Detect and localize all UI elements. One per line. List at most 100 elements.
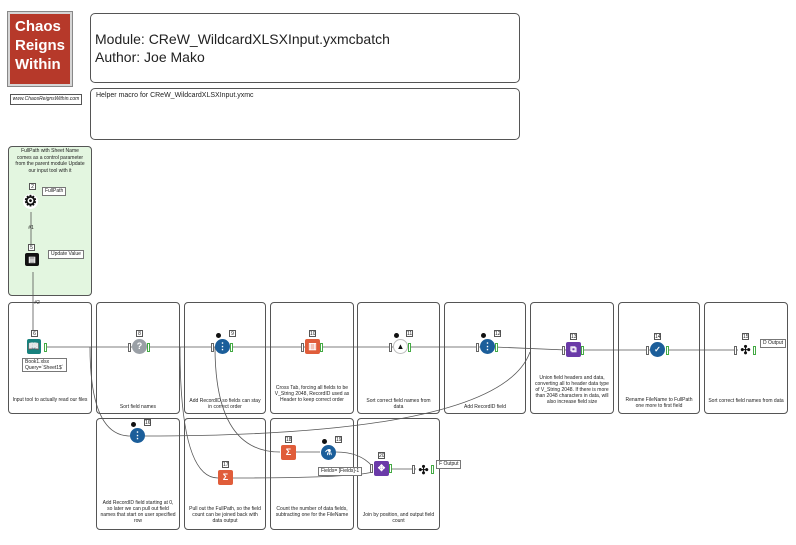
pullout-summarize-icon[interactable]: Σ: [218, 470, 233, 485]
sort-data-icon[interactable]: ▲: [393, 339, 408, 354]
tool-number-tag: 19: [335, 436, 342, 443]
recordid-order-icon[interactable]: ⋮: [215, 339, 230, 354]
logo-line-2: Reigns: [15, 37, 66, 54]
tool-number-tag: 8: [136, 330, 143, 337]
anchor-sortjoin-out[interactable]: [431, 465, 434, 474]
tool-number-tag: 10: [309, 330, 316, 337]
recordid-order-dot: [216, 333, 221, 338]
wire-input-to-recordid-zero: [89, 346, 131, 437]
control-parameter-gear-icon[interactable]: ⚙: [23, 193, 38, 210]
crosstab-icon[interactable]: ▥: [305, 339, 320, 354]
comment-sort-final: Sort correct field names from data: [708, 398, 784, 404]
wire-recordid-zero-to-union: [144, 351, 531, 437]
add-recordid-icon[interactable]: ⋮: [480, 339, 495, 354]
author-name: Author: Joe Mako: [95, 49, 205, 65]
logo-line-1: Chaos: [15, 18, 61, 35]
tool-number-tag: 20: [378, 452, 385, 459]
tool-number-tag: 6: [31, 330, 38, 337]
comment-count: Count the number of data fields, subtrac…: [275, 506, 349, 518]
anchor-sort-out[interactable]: [147, 343, 150, 352]
tool-number-tag: 12: [494, 330, 501, 337]
fullpath-label: FullPath: [42, 187, 67, 196]
sort-names-icon[interactable]: ?: [132, 339, 147, 354]
count-summarize-icon[interactable]: Σ: [281, 445, 296, 460]
anchor-sortfinal-in[interactable]: [734, 346, 737, 355]
tool-number-tag: 18: [285, 436, 292, 443]
anchor-addrec-in[interactable]: [476, 343, 479, 352]
select-rename-icon[interactable]: ✓: [650, 342, 665, 357]
wire-input-to-pullout: [179, 346, 219, 479]
comment-pullout: Pull out the FullPath, so the field coun…: [189, 506, 261, 524]
tool-number-tag: 13: [570, 333, 577, 340]
sort-join-icon[interactable]: ✣: [416, 462, 431, 477]
d-output-label: D Output: [760, 339, 787, 348]
comment-box-sort-names[interactable]: [96, 302, 180, 414]
hash-1: #1: [28, 225, 34, 231]
sort-final-icon[interactable]: ✣: [738, 342, 753, 357]
comment-box-rename[interactable]: [618, 302, 700, 414]
anchor-union-out[interactable]: [581, 346, 584, 355]
anchor-input-out[interactable]: [44, 343, 47, 352]
wire-to-summarize: [214, 346, 281, 453]
module-header-comment[interactable]: Module: CReW_WildcardXLSXInput.yxmcbatch…: [90, 13, 520, 83]
website-link[interactable]: www.ChaosReignsWithin.com: [10, 94, 82, 105]
anchor-sortjoin-in[interactable]: [412, 465, 415, 474]
tool-number-tag: 14: [654, 333, 661, 340]
comment-input: Input tool to actually read our files: [12, 397, 88, 403]
anchor-sortfinal-out[interactable]: [753, 346, 756, 355]
anchor-crosstab-in[interactable]: [301, 343, 304, 352]
anchor-crosstab-out[interactable]: [320, 343, 323, 352]
comment-recordid-zero: Add RecordID field starting at 0, so lat…: [100, 500, 176, 524]
comment-recordid-order: Add RecordID so fields can stay in corre…: [189, 398, 261, 410]
join-position-icon[interactable]: ✥: [374, 461, 389, 476]
description-comment[interactable]: Helper macro for CReW_WildcardXLSXInput.…: [90, 88, 520, 140]
anchor-select-out[interactable]: [666, 346, 669, 355]
update-value-label: Update Value: [48, 250, 84, 259]
formula-label: Fields= [Fields]-1: [318, 467, 363, 476]
comment-box-sort-data[interactable]: [357, 302, 440, 414]
anchor-sort-in[interactable]: [128, 343, 131, 352]
comment-crosstab: Cross Tab, forcing all fields to be V_St…: [274, 385, 350, 403]
anchor-recordid-in[interactable]: [211, 343, 214, 352]
comment-box-crosstab[interactable]: [270, 302, 354, 414]
comment-sort-data: Sort correct field names from data: [366, 398, 431, 410]
anchor-join-out[interactable]: [389, 464, 392, 473]
anchor-sortdata-in[interactable]: [389, 343, 392, 352]
tool-number-tag: 9: [229, 330, 236, 337]
comment-box-sort-final[interactable]: [704, 302, 788, 414]
union-icon[interactable]: ⧉: [566, 342, 581, 357]
tool-number-tag: 5: [28, 244, 35, 251]
comment-box-union[interactable]: [530, 302, 614, 414]
module-name: Module: CReW_WildcardXLSXInput.yxmcbatch: [95, 31, 390, 47]
anchor-select-in[interactable]: [646, 346, 649, 355]
anchor-sortdata-out[interactable]: [408, 343, 411, 352]
anchor-union-in[interactable]: [562, 346, 565, 355]
recordid-zero-icon[interactable]: ⋮: [130, 428, 145, 443]
formula-dot: [322, 439, 327, 444]
sort-data-dot: [394, 333, 399, 338]
control-parameter-container[interactable]: [8, 146, 92, 296]
param-note: FullPath with Sheet Name comes as a cont…: [15, 148, 85, 174]
add-recordid-dot: [481, 333, 486, 338]
action-clapper-icon[interactable]: ▤: [25, 253, 39, 266]
comment-add-recordid: Add RecordID field: [464, 404, 506, 410]
comment-box-pullout[interactable]: [184, 418, 266, 530]
anchor-join-in[interactable]: [370, 464, 373, 473]
anchor-recordid-out[interactable]: [230, 343, 233, 352]
wire-recordid-to-union: [494, 346, 567, 351]
anchor-addrec-out[interactable]: [495, 343, 498, 352]
crew-logo: Chaos Reigns Within: [7, 11, 73, 87]
tool-number-tag: 11: [406, 330, 413, 337]
tool-number-tag: 15: [742, 333, 749, 340]
comment-join: Join by position, and output field count: [362, 512, 435, 524]
input-file-label: Book1.xlsx Query=`Sheet1$`: [22, 358, 67, 372]
comment-box-add-recordid[interactable]: [444, 302, 526, 414]
formula-flask-icon[interactable]: ⚗: [321, 445, 336, 460]
comment-box-recordid-order[interactable]: [184, 302, 266, 414]
tool-number-tag: 17: [222, 461, 229, 468]
logo-line-3: Within: [15, 56, 61, 73]
wire-formula-to-join: [335, 451, 373, 467]
input-data-book-icon[interactable]: 📖: [27, 339, 41, 354]
comment-rename: Rename FileName to FullPath one more to …: [625, 397, 693, 409]
